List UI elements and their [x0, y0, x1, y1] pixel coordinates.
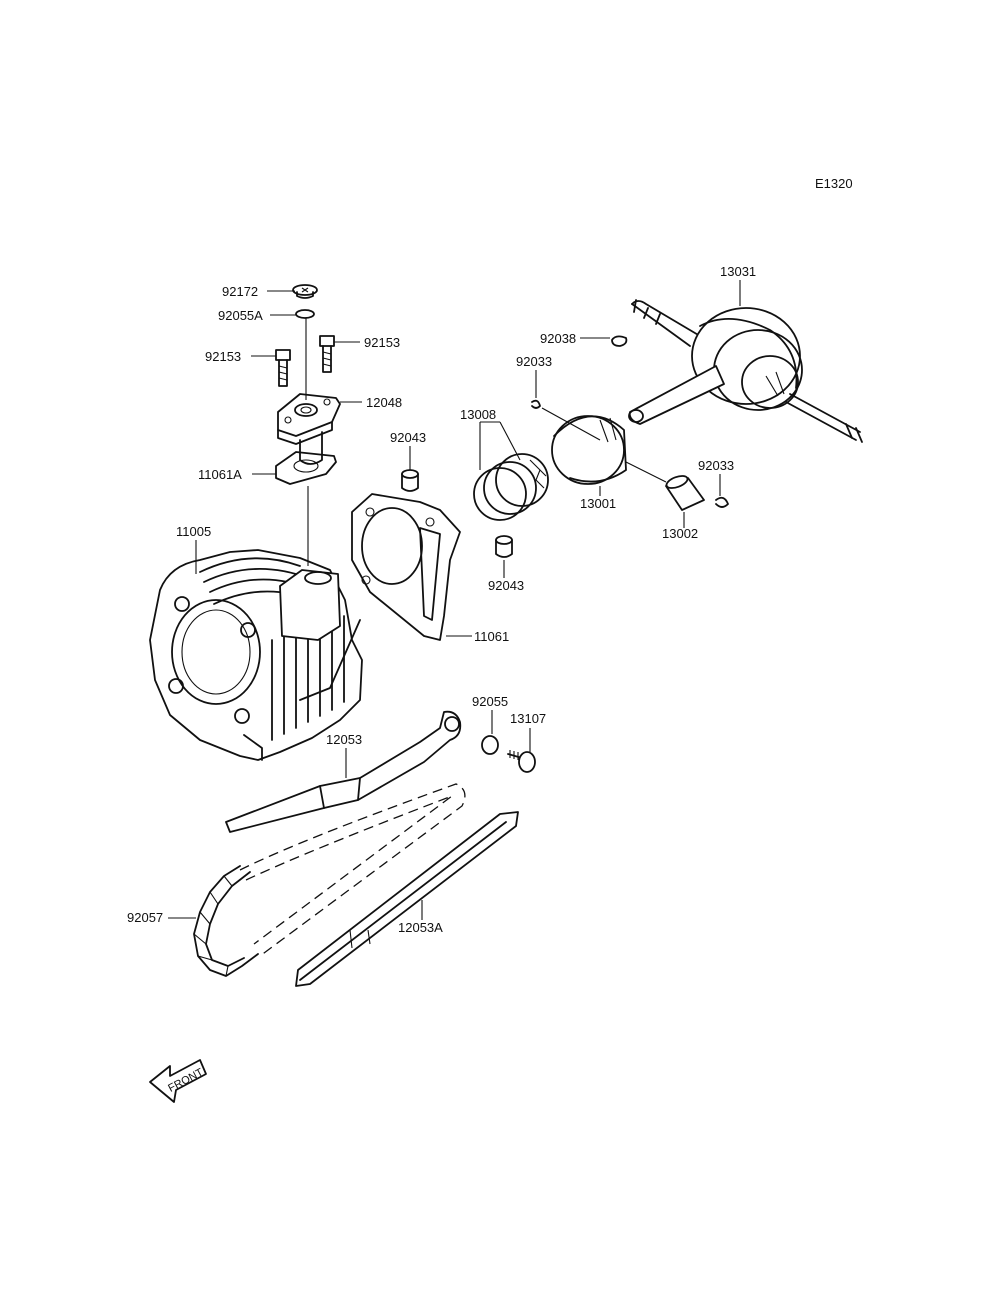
piston-13001	[551, 415, 627, 485]
piston-rings-13008	[473, 453, 549, 521]
circlip-92033-top	[531, 399, 541, 409]
o-ring-92055a	[295, 309, 315, 319]
label-13031[interactable]: 13031	[720, 264, 756, 279]
crankshaft-13031	[628, 299, 863, 443]
chain-guide-12053a	[295, 811, 519, 987]
gasket-11061	[351, 493, 461, 641]
diagram-code: E1320	[815, 176, 853, 191]
label-13008[interactable]: 13008	[460, 407, 496, 422]
label-11061a[interactable]: 11061A	[198, 467, 242, 482]
label-92055a[interactable]: 92055A	[218, 308, 263, 323]
label-11005[interactable]: 11005	[176, 524, 211, 539]
label-92172[interactable]: 92172	[222, 284, 258, 299]
label-92033-right[interactable]: 92033	[698, 458, 734, 473]
label-12048[interactable]: 12048	[366, 395, 402, 410]
chain-guide-12053	[225, 710, 462, 833]
key-92038	[611, 335, 628, 347]
pivot-bolt-13107	[507, 750, 536, 773]
label-92153-right[interactable]: 92153	[364, 335, 400, 350]
circlip-92033-right	[715, 496, 729, 508]
bolt-92153-right	[319, 335, 335, 373]
dowel-pin-92043-top	[401, 469, 419, 492]
washer-92055	[481, 735, 499, 755]
label-11061[interactable]: 11061	[474, 629, 509, 644]
label-92033-top[interactable]: 92033	[516, 354, 552, 369]
label-12053[interactable]: 12053	[326, 732, 362, 747]
label-92057[interactable]: 92057	[127, 910, 163, 925]
label-92043-bottom[interactable]: 92043	[488, 578, 524, 593]
label-13002[interactable]: 13002	[662, 526, 698, 541]
label-92043-top[interactable]: 92043	[390, 430, 426, 445]
label-92055[interactable]: 92055	[472, 694, 508, 709]
dowel-pin-92043-bottom	[495, 535, 513, 558]
gasket-11061a	[275, 451, 337, 485]
piston-pin-13002	[665, 475, 705, 511]
cap-bolt-92172	[292, 284, 318, 299]
cam-chain-92057	[193, 783, 466, 977]
label-13107[interactable]: 13107	[510, 711, 546, 726]
label-92153-left[interactable]: 92153	[205, 349, 241, 364]
front-arrow-icon: FRONT	[149, 1059, 207, 1103]
label-12053a[interactable]: 12053A	[398, 920, 443, 935]
cylinder-11005	[149, 549, 363, 761]
label-92038[interactable]: 92038	[540, 331, 576, 346]
label-13001[interactable]: 13001	[580, 496, 616, 511]
bolt-92153-left	[275, 349, 291, 387]
